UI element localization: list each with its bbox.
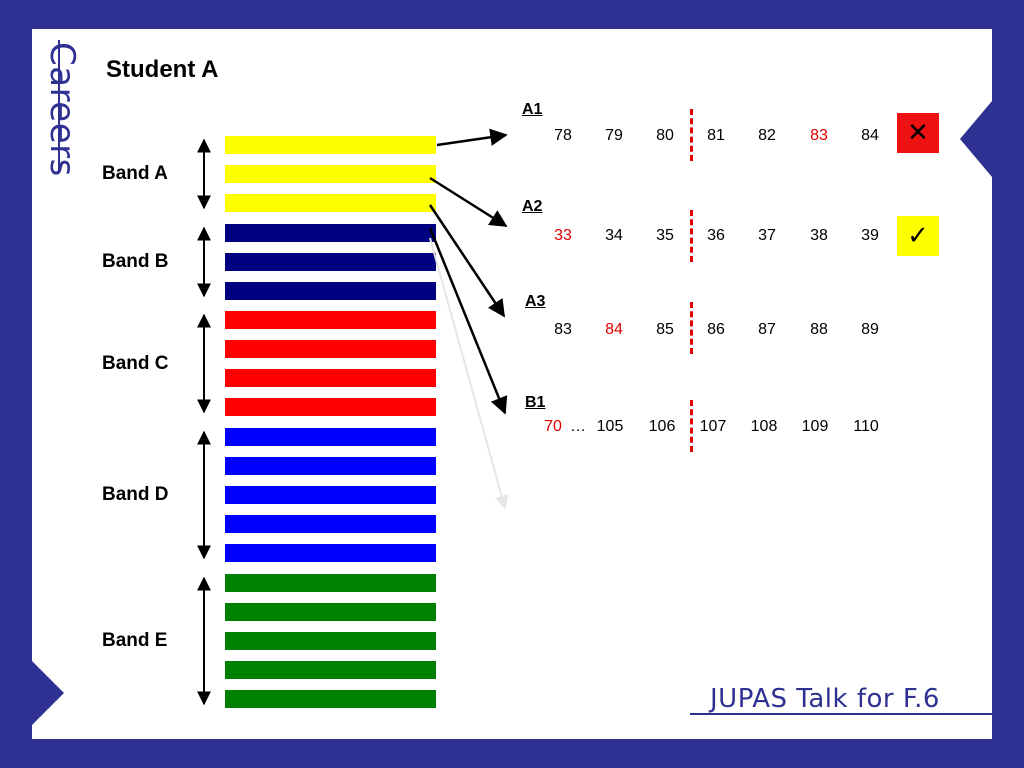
score-value: 35 <box>656 227 674 244</box>
band-bar <box>225 515 436 533</box>
group-title: B1 <box>525 394 546 411</box>
score-value: 108 <box>750 418 778 435</box>
band-bar <box>225 457 436 475</box>
rejected-badge: ✕ <box>897 113 939 153</box>
slide <box>32 29 992 739</box>
band-bar <box>225 544 436 562</box>
footer-text: JUPAS Talk for F.6 <box>710 684 940 714</box>
band-label: Band E <box>102 630 168 651</box>
score-value: 34 <box>605 227 623 244</box>
score-value: 38 <box>810 227 828 244</box>
band-bar <box>225 574 436 592</box>
band-bar <box>225 486 436 504</box>
band-bar <box>225 224 436 242</box>
ellipsis: … <box>570 418 586 435</box>
band-label: Band B <box>102 251 169 272</box>
score-value: 83 <box>554 321 572 338</box>
score-value: 107 <box>699 418 727 435</box>
score-value: 106 <box>648 418 676 435</box>
connector-arrow <box>436 128 508 147</box>
score-value: 83 <box>810 127 828 144</box>
score-value: 87 <box>758 321 776 338</box>
band-bar <box>225 165 436 183</box>
accepted-badge: ✓ <box>897 216 939 256</box>
score-value: 39 <box>861 227 879 244</box>
connector-arrow <box>429 176 508 228</box>
band-bar <box>225 282 436 300</box>
band-bar <box>225 661 436 679</box>
score-value: 109 <box>801 418 829 435</box>
cutoff-line <box>690 302 693 354</box>
band-bar <box>225 340 436 358</box>
score-value: 82 <box>758 127 776 144</box>
cutoff-line <box>690 210 693 262</box>
score-value: 88 <box>810 321 828 338</box>
connector-arrow <box>429 237 509 510</box>
band-bar <box>225 398 436 416</box>
footer: JUPAS Talk for F.6 <box>690 684 992 715</box>
score-value: 78 <box>554 127 572 144</box>
score-value: 84 <box>605 321 623 338</box>
score-value: 37 <box>758 227 776 244</box>
footer-underline <box>690 713 992 715</box>
group-title: A2 <box>522 198 543 215</box>
score-value: 79 <box>605 127 623 144</box>
cutoff-line <box>690 400 693 452</box>
band-label: Band A <box>102 163 168 184</box>
band-bar <box>225 194 436 212</box>
score-value: 110 <box>853 418 879 435</box>
band-bar <box>225 603 436 621</box>
score-value: 81 <box>707 127 725 144</box>
band-bar <box>225 632 436 650</box>
page-title: Student A <box>106 56 219 83</box>
frame-notch-left <box>32 661 64 725</box>
score-value: 80 <box>656 127 674 144</box>
group-title: A3 <box>525 293 546 310</box>
score-value: 86 <box>707 321 725 338</box>
band-bar <box>225 253 436 271</box>
score-value: 36 <box>707 227 725 244</box>
frame-notch-right <box>960 101 992 177</box>
score-value: 89 <box>861 321 879 338</box>
band-bar <box>225 369 436 387</box>
band-bar <box>225 428 436 446</box>
score-value: 105 <box>596 418 624 435</box>
band-bar <box>225 136 436 154</box>
band-label: Band C <box>102 352 169 374</box>
score-value: 85 <box>656 321 674 338</box>
connector-arrow <box>428 227 508 415</box>
group-title: A1 <box>522 101 543 118</box>
band-label: Band D <box>102 484 169 505</box>
band-bar <box>225 690 436 708</box>
connector-arrow <box>428 204 506 318</box>
score-value: 84 <box>861 127 879 144</box>
band-bar <box>225 311 436 329</box>
score-value: 70 <box>544 418 562 435</box>
cutoff-line <box>690 109 693 161</box>
careers-underline <box>58 40 60 172</box>
score-value: 33 <box>554 227 572 244</box>
